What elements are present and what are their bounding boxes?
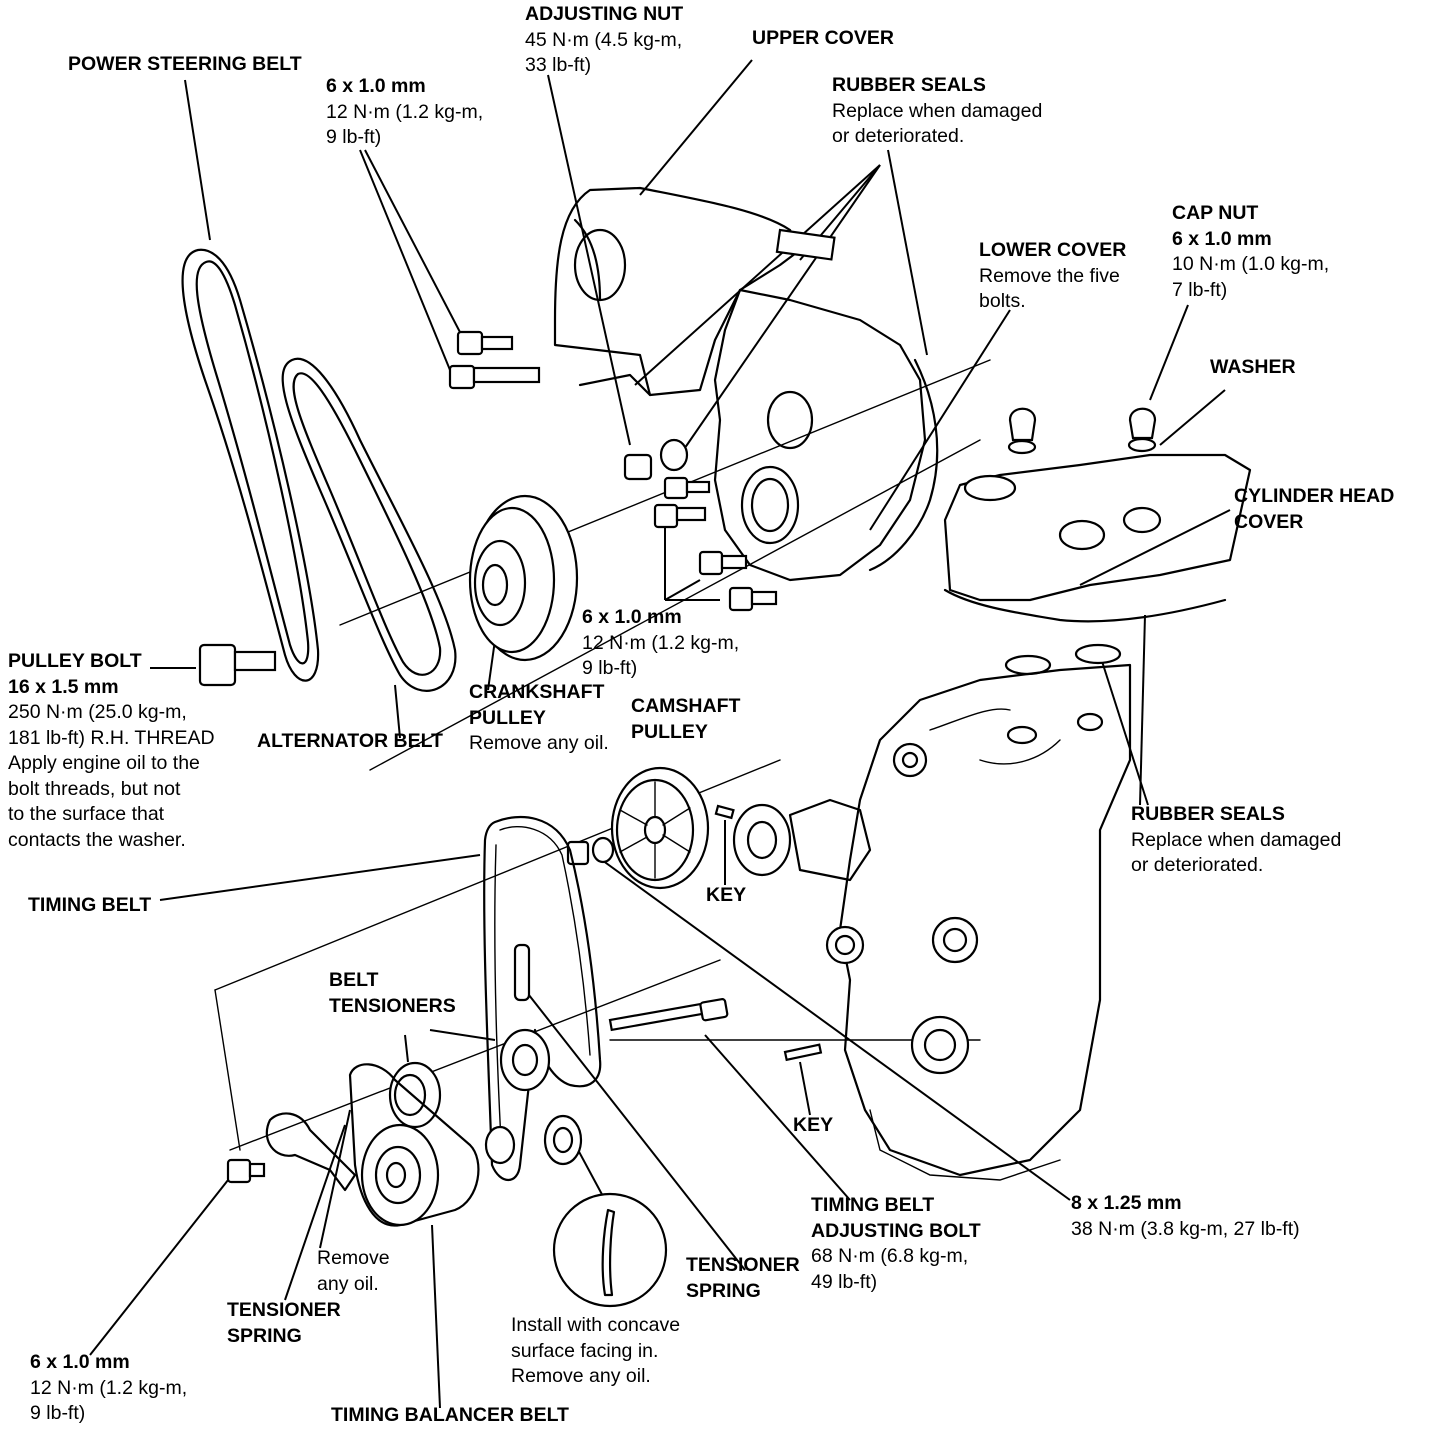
label-rubber-seals-top: RUBBER SEALS Replace when damaged or det… xyxy=(832,74,1043,147)
label-cap-nut: CAP NUT 6 x 1.0 mm 10 N·m (1.0 kg-m, 7 l… xyxy=(1172,202,1330,301)
label-belt-tensioners: BELT TENSIONERS xyxy=(329,969,456,1017)
label-crankshaft-pulley: CRANKSHAFT PULLEY Remove any oil. xyxy=(469,681,609,754)
label-timing-balancer-belt: TIMING BALANCER BELT xyxy=(331,1404,569,1426)
cover-bolts-art xyxy=(448,330,778,612)
label-bolt-6x1-mid: 6 x 1.0 mm 12 N·m (1.2 kg-m, 9 lb-ft) xyxy=(582,606,740,679)
label-lower-cover: LOWER COVER Remove the five bolts. xyxy=(979,239,1127,312)
label-timing-belt: TIMING BELT xyxy=(28,894,152,916)
power-steering-belt-art xyxy=(181,248,320,682)
label-pulley-bolt: PULLEY BOLT 16 x 1.5 mm 250 N·m (25.0 kg… xyxy=(8,650,215,851)
label-bolt-6x1-top: 6 x 1.0 mm 12 N·m (1.2 kg-m, 9 lb-ft) xyxy=(326,75,484,148)
label-remove-any-oil: Remove any oil. xyxy=(317,1247,390,1295)
engine-block-art xyxy=(732,663,1132,1181)
label-alternator-belt: ALTERNATOR BELT xyxy=(257,730,443,752)
upper-cover-art xyxy=(553,186,836,397)
label-tensioner-spring-left: TENSIONER SPRING xyxy=(227,1299,341,1347)
crankshaft-pulley-art xyxy=(468,494,579,662)
camshaft-pulley-art xyxy=(566,766,823,1062)
label-timing-belt-adjusting-bolt: TIMING BELT ADJUSTING BOLT 68 N·m (6.8 k… xyxy=(811,1194,981,1293)
label-key-top: KEY xyxy=(706,884,747,906)
leader-lines xyxy=(89,59,1231,1409)
label-rubber-seals-bottom: RUBBER SEALS Replace when damaged or det… xyxy=(1131,803,1342,876)
label-install-concave: Install with concave surface facing in. … xyxy=(511,1314,681,1387)
timing-belt-art xyxy=(483,816,602,1182)
tensioners-art xyxy=(226,943,729,1227)
label-camshaft-pulley: CAMSHAFT PULLEY xyxy=(631,695,741,743)
label-adjusting-nut: ADJUSTING NUT 45 N·m (4.5 kg-m, 33 lb-ft… xyxy=(525,3,684,76)
label-cylinder-head-cover: CYLINDER HEAD COVER xyxy=(1234,485,1395,533)
concave-washer-inset xyxy=(552,1192,668,1308)
label-key-bottom: KEY xyxy=(793,1114,834,1136)
label-washer: WASHER xyxy=(1210,356,1296,378)
alternator-belt-art xyxy=(281,357,457,692)
label-bolt-6x1-bottom: 6 x 1.0 mm 12 N·m (1.2 kg-m, 9 lb-ft) xyxy=(30,1351,188,1424)
label-upper-cover: UPPER COVER xyxy=(752,27,894,49)
lower-cover-art xyxy=(713,288,939,582)
pulley-bolt-art xyxy=(198,643,277,687)
cylinder-head-cover-art xyxy=(943,407,1252,676)
label-bolt-8x125: 8 x 1.25 mm 38 N·m (3.8 kg-m, 27 lb-ft) xyxy=(1071,1192,1300,1240)
label-tensioner-spring-right: TENSIONER SPRING xyxy=(686,1254,800,1302)
label-power-steering-belt: POWER STEERING BELT xyxy=(68,53,302,75)
